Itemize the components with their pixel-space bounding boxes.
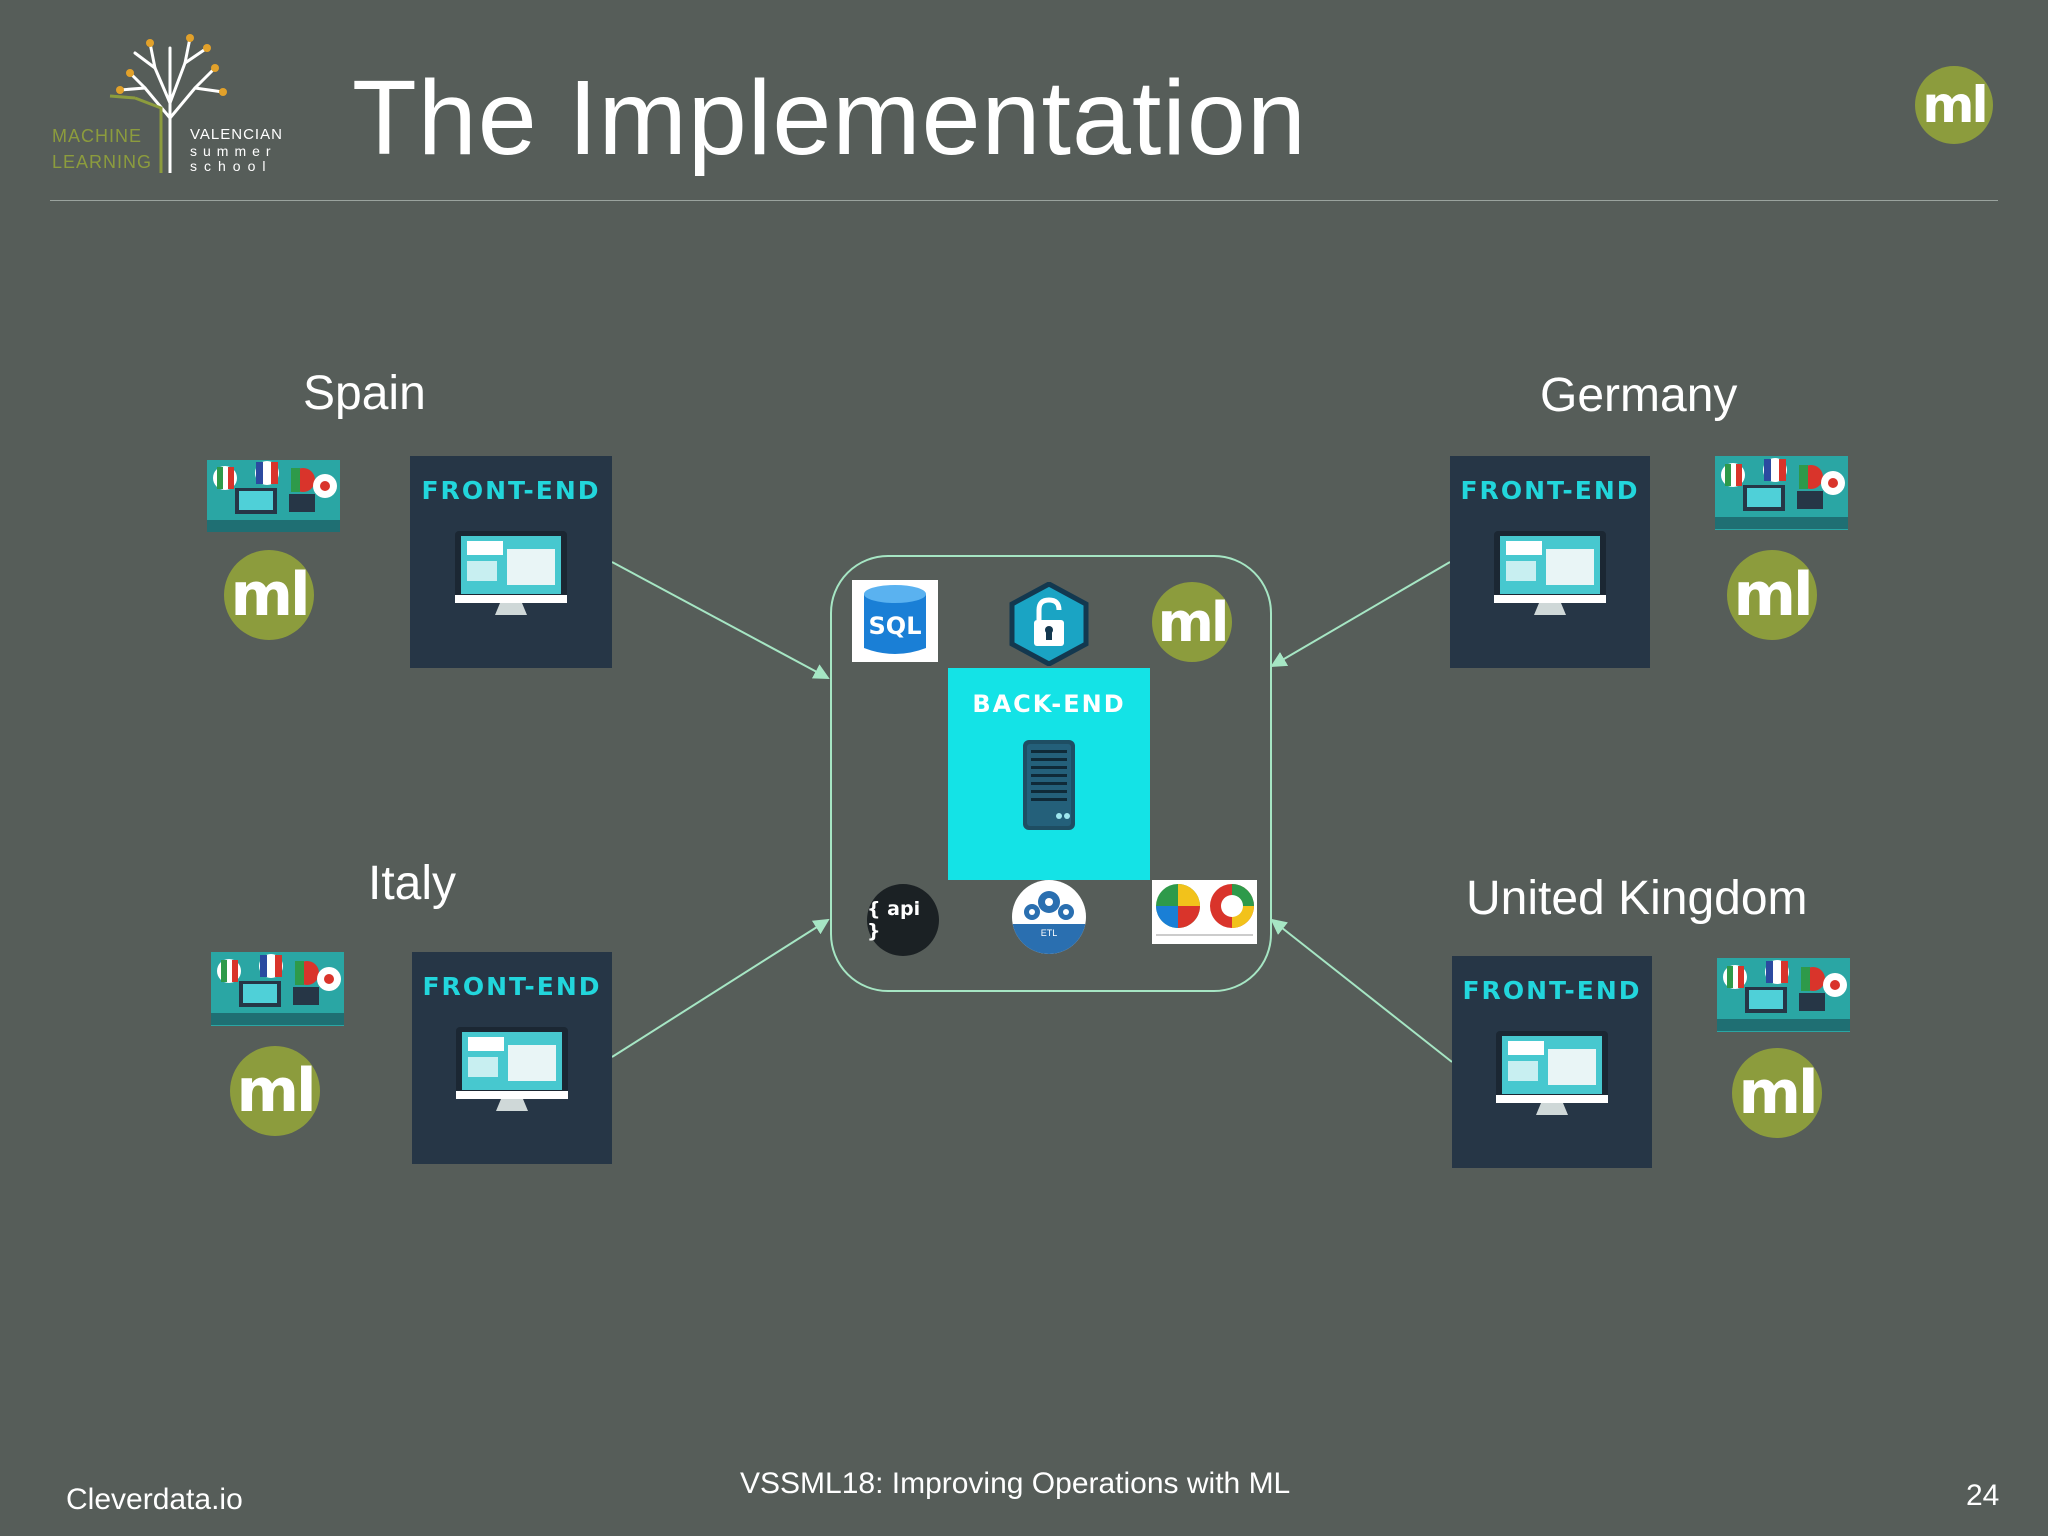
language-flags-image <box>1715 456 1848 530</box>
frontend-box-italy: FRONT-END <box>412 952 612 1164</box>
logo-text-learning: LEARNING <box>52 152 153 172</box>
monitor-icon <box>456 1027 568 1111</box>
monitor-icon <box>1494 531 1606 615</box>
api-icon: { api } <box>867 884 939 956</box>
logo-text-valencian: VALENCIAN <box>190 126 283 143</box>
arrow-spain-to-backend <box>611 561 830 679</box>
frontend-box-germany: FRONT-END <box>1450 456 1650 668</box>
lock-icon <box>1009 582 1089 666</box>
frontend-label: FRONT-END <box>1460 476 1640 505</box>
page-number: 24 <box>1966 1479 2000 1512</box>
logo-text-machine: MACHINE <box>52 126 143 146</box>
etl-gears-icon: ETL <box>1012 880 1086 954</box>
monitor-icon <box>1496 1031 1608 1115</box>
header-divider <box>50 200 1998 201</box>
language-flags-image <box>1717 958 1850 1032</box>
logo-text-school: school <box>190 158 273 174</box>
frontend-box-united-kingdom: FRONT-END <box>1452 956 1652 1168</box>
logo-text-summer: summer <box>190 143 277 159</box>
sql-label: SQL <box>868 612 922 640</box>
etl-label: ETL <box>1040 928 1058 938</box>
server-icon <box>1023 740 1075 830</box>
ml-badge-italy: ml <box>230 1046 320 1136</box>
ml-logo-badge: ml <box>1915 66 1993 144</box>
ml-badge-spain: ml <box>224 550 314 640</box>
page-title: The Implementation <box>352 59 1307 177</box>
language-flags-image <box>207 460 340 532</box>
frontend-box-spain: FRONT-END <box>410 456 612 668</box>
monitor-icon <box>455 531 567 615</box>
backend-label: BACK-END <box>972 690 1126 718</box>
footer-company: Cleverdata.io <box>66 1483 243 1516</box>
ml-badge-united-kingdom: ml <box>1732 1048 1822 1138</box>
country-label-germany: Germany <box>1540 369 1738 422</box>
tree-icon <box>109 34 227 173</box>
analytics-charts-icon <box>1152 880 1257 944</box>
api-label: { api } <box>867 898 921 942</box>
frontend-label: FRONT-END <box>1462 976 1642 1005</box>
frontend-label: FRONT-END <box>422 972 602 1001</box>
frontend-label: FRONT-END <box>421 476 601 505</box>
country-label-italy: Italy <box>368 857 457 910</box>
ml-badge-germany: ml <box>1727 550 1817 640</box>
language-flags-image <box>211 952 344 1026</box>
ml-badge-backend: ml <box>1152 582 1232 662</box>
backend-box: BACK-END <box>948 668 1150 880</box>
arrow-uk-to-backend <box>1270 918 1453 1063</box>
backend-hub <box>830 555 1272 992</box>
country-label-spain: Spain <box>303 367 426 420</box>
arrow-italy-to-backend <box>611 918 830 1058</box>
sql-database-icon: SQL <box>852 580 938 662</box>
arrow-germany-to-backend <box>1270 561 1451 668</box>
school-logo: MACHINE LEARNING VALENCIAN summer school <box>50 28 290 178</box>
footer-talk-title: VSSML18: Improving Operations with ML <box>740 1467 1291 1500</box>
country-label-united-kingdom: United Kingdom <box>1466 872 1808 925</box>
